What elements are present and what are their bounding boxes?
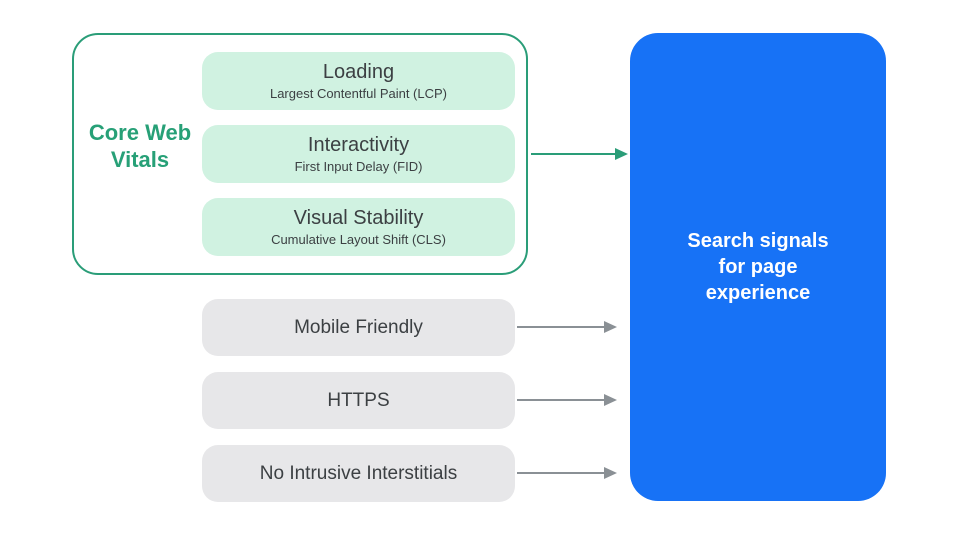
pill-no-intrusive-interstitials-label: No Intrusive Interstitials	[259, 462, 458, 484]
arrow-https-line	[517, 399, 605, 401]
pill-visual-stability-title: Visual Stability	[293, 206, 424, 229]
arrow-core-web-vitals-head	[615, 148, 628, 160]
search-signals-line-1: Search signals	[687, 230, 829, 252]
pill-mobile-friendly: Mobile Friendly	[202, 299, 515, 356]
pill-mobile-friendly-label: Mobile Friendly	[294, 316, 423, 338]
pill-no-intrusive-interstitials: No Intrusive Interstitials	[202, 445, 515, 502]
search-signals-line-2: for page	[718, 256, 798, 278]
pill-loading: Loading Largest Contentful Paint (LCP)	[202, 52, 515, 110]
search-signals-line-3: experience	[705, 282, 811, 304]
pill-interactivity: Interactivity First Input Delay (FID)	[202, 125, 515, 183]
pill-loading-subtitle: Largest Contentful Paint (LCP)	[269, 85, 448, 101]
arrow-core-web-vitals-line	[531, 153, 616, 155]
arrow-mobile-friendly-head	[604, 321, 617, 333]
pill-interactivity-title: Interactivity	[307, 133, 410, 156]
pill-loading-title: Loading	[322, 60, 395, 83]
core-web-vitals-label: Core Web Vitals	[88, 120, 192, 172]
pill-https: HTTPS	[202, 372, 515, 429]
arrow-https-head	[604, 394, 617, 406]
arrow-no-intrusive-interstitials-line	[517, 472, 605, 474]
arrow-mobile-friendly-line	[517, 326, 605, 328]
search-signals-box: Search signals for page experience	[630, 33, 886, 501]
pill-https-label: HTTPS	[327, 389, 390, 411]
pill-interactivity-subtitle: First Input Delay (FID)	[294, 158, 423, 174]
arrow-no-intrusive-interstitials-head	[604, 467, 617, 479]
pill-visual-stability-subtitle: Cumulative Layout Shift (CLS)	[271, 231, 446, 247]
pill-visual-stability: Visual Stability Cumulative Layout Shift…	[202, 198, 515, 256]
